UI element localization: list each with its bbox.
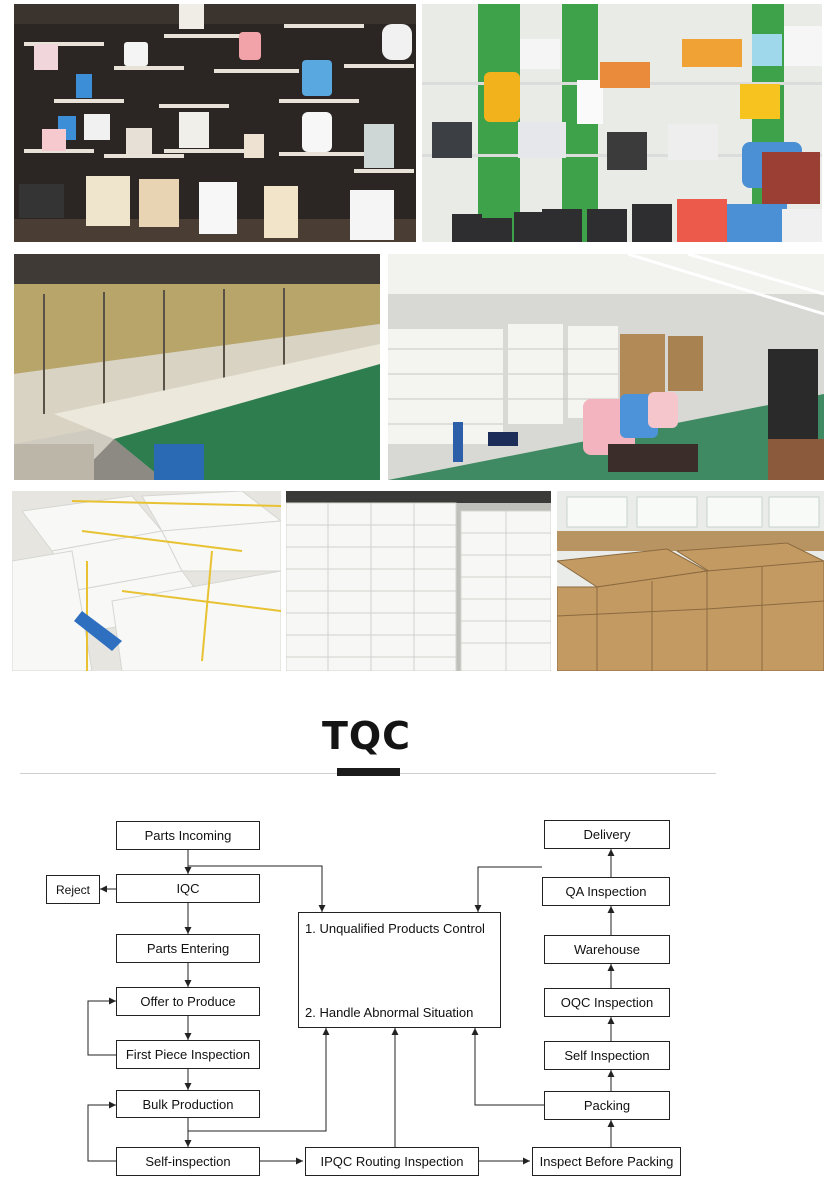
node-parts-entering: Parts Entering: [116, 934, 260, 963]
control-item-2: 2. Handle Abnormal Situation: [305, 1005, 474, 1020]
node-parts-incoming: Parts Incoming: [116, 821, 260, 850]
photo-showroom-fridges: [14, 4, 416, 242]
node-quality-control-box: 1. Unqualified Products Control 2. Handl…: [298, 912, 501, 1028]
control-item-1: 1. Unqualified Products Control: [305, 921, 485, 936]
node-oqc-inspection: OQC Inspection: [544, 988, 670, 1017]
photo-foam-strapped: [12, 491, 281, 671]
node-self-inspection-left: Self-inspection: [116, 1147, 260, 1176]
node-bulk-production: Bulk Production: [116, 1090, 260, 1118]
node-iqc: IQC: [116, 874, 260, 903]
node-first-piece-inspection: First Piece Inspection: [116, 1040, 260, 1069]
node-warehouse: Warehouse: [544, 935, 670, 964]
node-reject: Reject: [46, 875, 100, 904]
section-title: TQC: [321, 714, 412, 758]
title-accent-bar: [337, 768, 400, 776]
node-delivery: Delivery: [544, 820, 670, 849]
photo-carton-warehouse: [557, 491, 824, 671]
node-ipqc-routing-inspection: IPQC Routing Inspection: [305, 1147, 479, 1176]
photo-showroom-coolers: [422, 4, 822, 242]
node-packing: Packing: [544, 1091, 670, 1120]
photo-assembly-workshop: [388, 254, 824, 480]
node-offer-to-produce: Offer to Produce: [116, 987, 260, 1016]
node-inspect-before-packing: Inspect Before Packing: [532, 1147, 681, 1176]
node-qa-inspection: QA Inspection: [542, 877, 670, 906]
photo-production-line: [14, 254, 380, 480]
node-self-inspection-right: Self Inspection: [544, 1041, 670, 1070]
photo-foam-stacks: [286, 491, 551, 671]
